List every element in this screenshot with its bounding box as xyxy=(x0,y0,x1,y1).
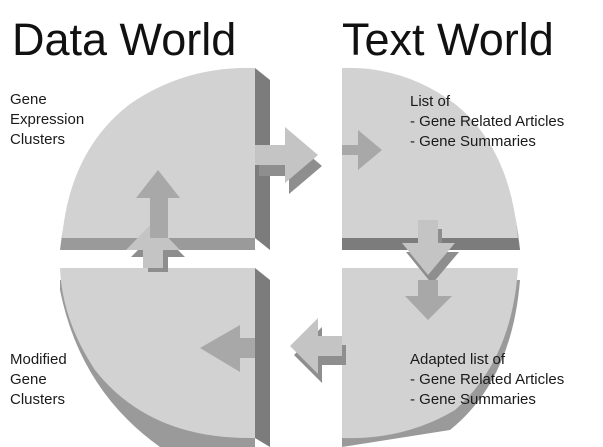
arrow-left-bottom-body xyxy=(290,318,342,374)
label-line: - Gene Summaries xyxy=(410,391,536,408)
quadrant-top-left xyxy=(60,67,270,250)
quadrant-bottom-left-face xyxy=(60,268,255,439)
arrow-up-left-inner xyxy=(136,170,180,238)
label-line: - Gene Summaries xyxy=(410,133,536,150)
text-world-title: Text World xyxy=(342,14,554,65)
modified-gene-clusters-label: Modified Gene Clusters xyxy=(10,350,67,410)
arrow-up-left-body xyxy=(126,222,180,268)
arrow-down-right xyxy=(402,220,459,320)
quadrant-bottom-right-face xyxy=(342,268,518,439)
gene-expression-clusters-label: Gene Expression Clusters xyxy=(10,90,84,150)
label-line: List of xyxy=(410,93,451,110)
arrow-up-left xyxy=(126,170,185,272)
label-line: Gene xyxy=(10,91,47,108)
arrow-left-bottom-inner xyxy=(200,325,255,372)
data-world-title: Data World xyxy=(12,14,237,65)
label-line: Expression xyxy=(10,111,85,128)
quadrant-bottom-left-edge xyxy=(255,268,270,447)
arrow-down-right-body xyxy=(402,220,455,275)
article-list-label: List of - Gene Related Articles - Gene S… xyxy=(410,92,564,152)
label-line: Clusters xyxy=(10,131,66,148)
quadrant-top-left-face xyxy=(62,67,255,239)
adapted-list-label: Adapted list of - Gene Related Articles … xyxy=(410,350,564,410)
arrow-right-top-body xyxy=(255,127,318,183)
arrow-right-top xyxy=(255,127,322,194)
label-line: - Gene Related Articles xyxy=(410,371,565,388)
arrow-left-bottom xyxy=(200,318,346,383)
label-line: Adapted list of xyxy=(410,351,506,368)
quadrant-bottom-right xyxy=(342,268,520,447)
arrow-right-top-inner xyxy=(342,130,382,170)
arrow-right-top-inner-body xyxy=(342,130,382,170)
quadrant-top-right xyxy=(342,67,520,250)
quadrant-top-right-face xyxy=(342,67,518,239)
arrow-down-right-inner xyxy=(405,280,452,320)
label-line: Gene xyxy=(10,371,47,388)
label-line: - Gene Related Articles xyxy=(410,113,565,130)
quadrant-bottom-left xyxy=(60,268,270,447)
label-line: Modified xyxy=(10,351,67,368)
label-line: Clusters xyxy=(10,391,66,408)
